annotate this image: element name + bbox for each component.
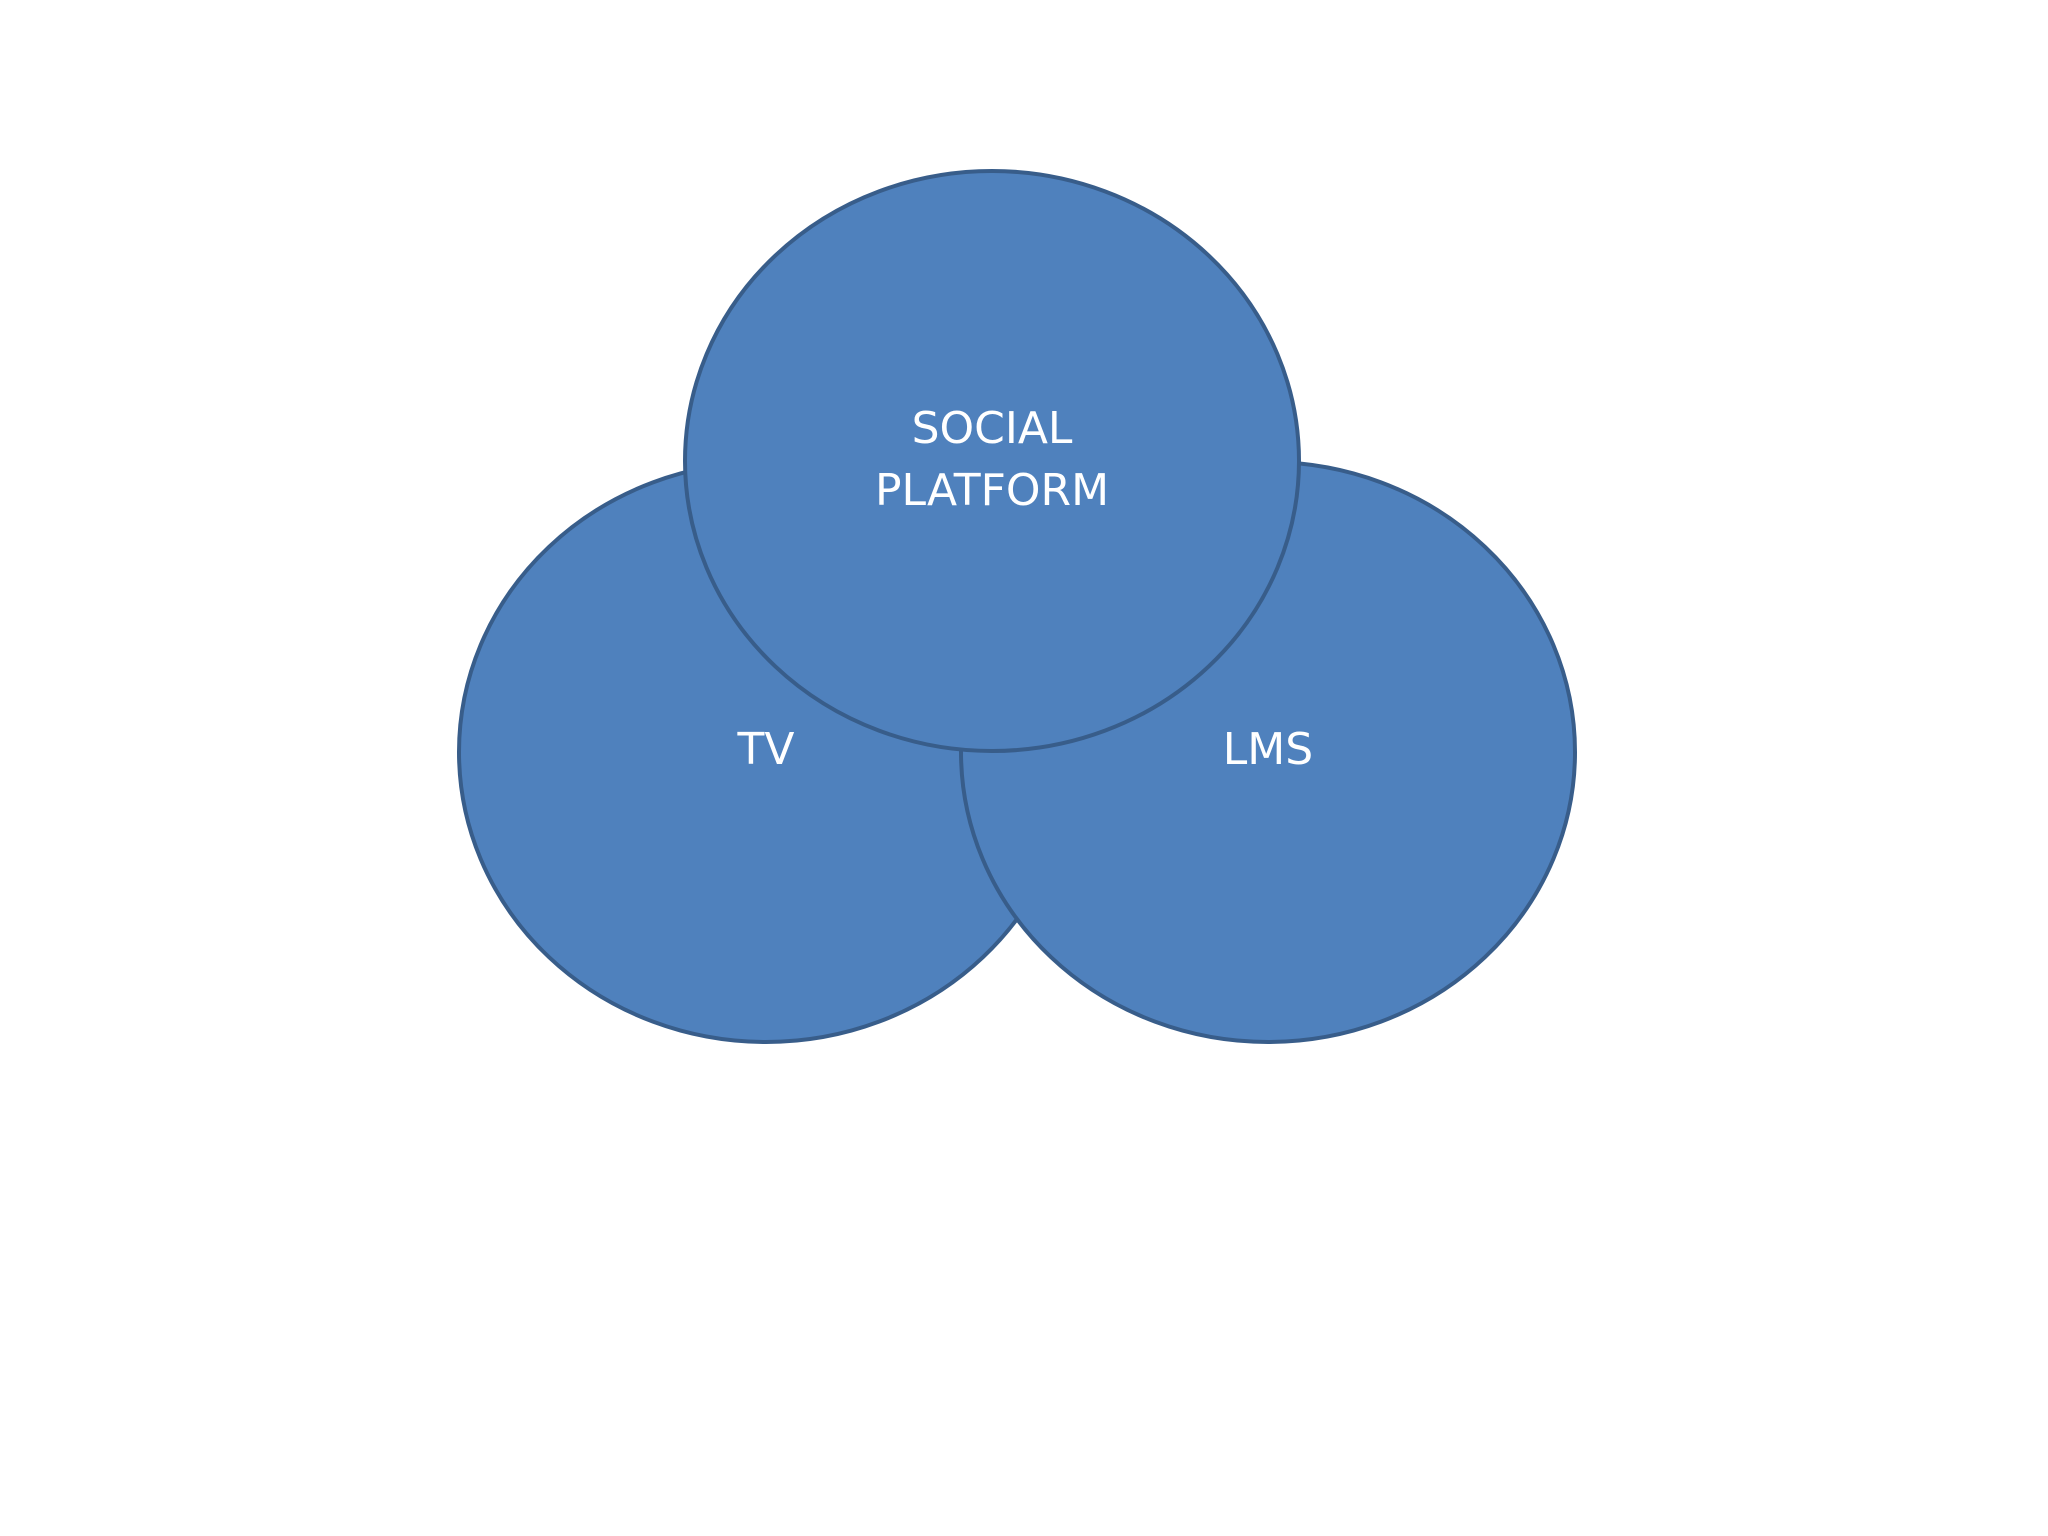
circle-lms-label: LMS xyxy=(1223,724,1313,775)
circle-social-platform[interactable]: SOCIAL PLATFORM xyxy=(683,169,1301,753)
circle-tv-label: TV xyxy=(737,724,795,775)
circle-social-platform-label-line-1: SOCIAL xyxy=(912,403,1073,454)
circle-social-platform-label-line-2: PLATFORM xyxy=(875,465,1109,516)
circle-social-platform-shape xyxy=(683,169,1301,753)
